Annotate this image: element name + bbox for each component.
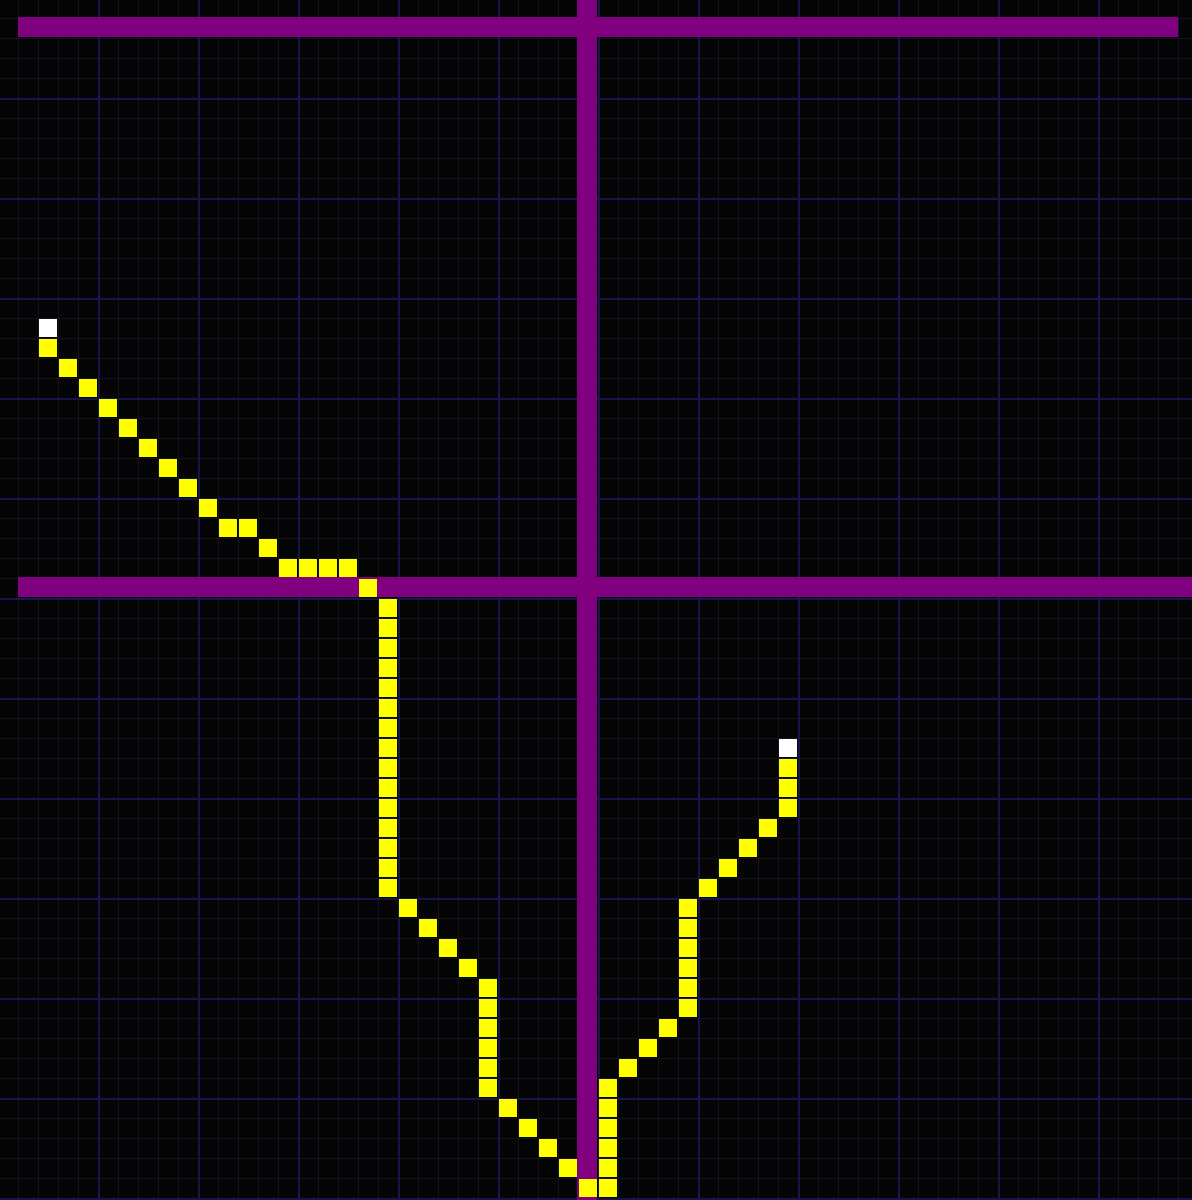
path-cell: [379, 879, 397, 897]
path-cell: [379, 759, 397, 777]
path-cell: [379, 819, 397, 837]
path-cell: [379, 659, 397, 677]
path-cell: [479, 1059, 497, 1077]
wall-horizontal-middle: [18, 577, 1192, 597]
path-cell: [699, 879, 717, 897]
path-cell: [719, 859, 737, 877]
path-cell: [639, 1039, 657, 1057]
path-cell: [679, 999, 697, 1017]
path-cell: [599, 1119, 617, 1137]
path-cell: [179, 479, 197, 497]
path-cell: [359, 579, 377, 597]
path-cell: [379, 679, 397, 697]
path-cell: [379, 599, 397, 617]
path-cell: [219, 519, 237, 537]
path-cell: [159, 459, 177, 477]
path-cell: [779, 759, 797, 777]
path-cell: [739, 839, 757, 857]
path-endpoint: [39, 319, 57, 337]
path-cell: [679, 899, 697, 917]
path-cell: [599, 1099, 617, 1117]
path-cell: [59, 359, 77, 377]
path-cell: [599, 1079, 617, 1097]
path-cell: [679, 919, 697, 937]
path-cell: [479, 1079, 497, 1097]
path-cell: [259, 539, 277, 557]
path-cell: [379, 799, 397, 817]
wall-vertical-center: [577, 0, 597, 1200]
path-cell: [599, 1139, 617, 1157]
path-cell: [379, 779, 397, 797]
path-cell: [379, 839, 397, 857]
path-cell: [339, 559, 357, 577]
path-cell: [539, 1139, 557, 1157]
path-cell: [679, 939, 697, 957]
path-cell: [619, 1059, 637, 1077]
path-cell: [39, 339, 57, 357]
path-cell: [99, 399, 117, 417]
path-cell: [119, 419, 137, 437]
path-cell: [299, 559, 317, 577]
path-cell: [479, 979, 497, 997]
path-cell: [779, 779, 797, 797]
path-cell: [519, 1119, 537, 1137]
path-cell: [579, 1179, 597, 1197]
path-cell: [679, 979, 697, 997]
path-cell: [79, 379, 97, 397]
path-cell: [439, 939, 457, 957]
path-cell: [559, 1159, 577, 1177]
path-cell: [379, 859, 397, 877]
path-cell: [279, 559, 297, 577]
path-cell: [379, 719, 397, 737]
path-cell: [379, 739, 397, 757]
path-cell: [479, 1039, 497, 1057]
path-cell: [599, 1159, 617, 1177]
path-cell: [199, 499, 217, 517]
path-cell: [379, 699, 397, 717]
path-cell: [479, 999, 497, 1017]
path-cell: [379, 619, 397, 637]
path-cell: [319, 559, 337, 577]
path-cell: [459, 959, 477, 977]
path-cell: [479, 1019, 497, 1037]
path-cell: [779, 799, 797, 817]
wall-horizontal-top: [18, 17, 1178, 37]
path-cell: [599, 1179, 617, 1197]
path-cell: [379, 639, 397, 657]
path-cell: [419, 919, 437, 937]
path-cell: [239, 519, 257, 537]
path-cell: [499, 1099, 517, 1117]
path-cell: [139, 439, 157, 457]
path-cell: [679, 959, 697, 977]
path-cell: [399, 899, 417, 917]
path-cell: [759, 819, 777, 837]
path-cell: [659, 1019, 677, 1037]
path-endpoint: [779, 739, 797, 757]
